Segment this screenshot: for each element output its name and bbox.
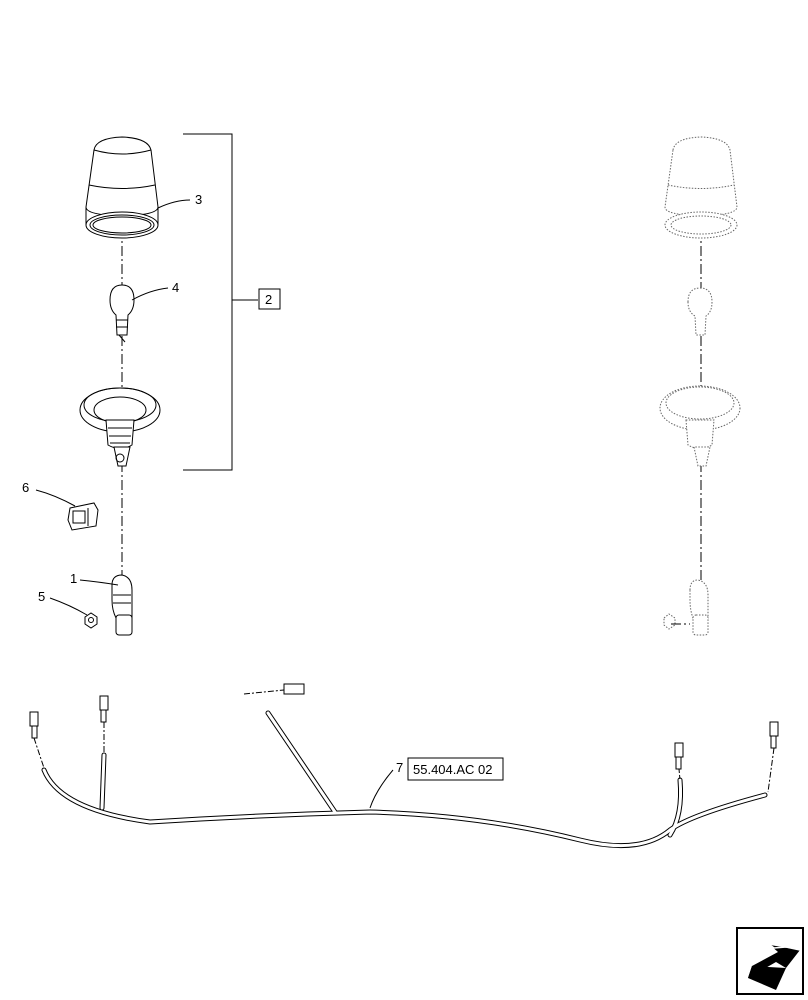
nut	[84, 612, 98, 629]
reference-label[interactable]: 55.404.AC 02	[413, 762, 493, 777]
callout-3: 3	[195, 192, 202, 207]
leader-7	[369, 769, 394, 809]
wire-harness	[29, 683, 779, 849]
lens-dome	[85, 136, 159, 239]
kit-bracket	[183, 133, 233, 471]
leader-4	[131, 287, 169, 301]
leader-5	[49, 597, 88, 616]
nav-arrow-icon[interactable]	[736, 927, 804, 995]
bulb	[109, 284, 135, 343]
left-assembly	[67, 133, 258, 636]
callout-2-box: 2	[258, 288, 281, 310]
reference-box[interactable]: 55.404.AC 02	[407, 757, 504, 781]
callout-5: 5	[38, 589, 45, 604]
connector	[111, 574, 133, 636]
callout-7: 7	[396, 760, 403, 775]
leader-6	[35, 489, 76, 507]
callout-1: 1	[70, 571, 77, 586]
leader-3	[157, 199, 191, 209]
mounting-base	[79, 387, 161, 467]
leader-1	[79, 579, 119, 586]
right-assembly-ghost	[659, 136, 741, 636]
callout-6: 6	[22, 480, 29, 495]
callout-2: 2	[265, 292, 272, 307]
callout-4: 4	[172, 280, 179, 295]
switch	[67, 502, 99, 531]
